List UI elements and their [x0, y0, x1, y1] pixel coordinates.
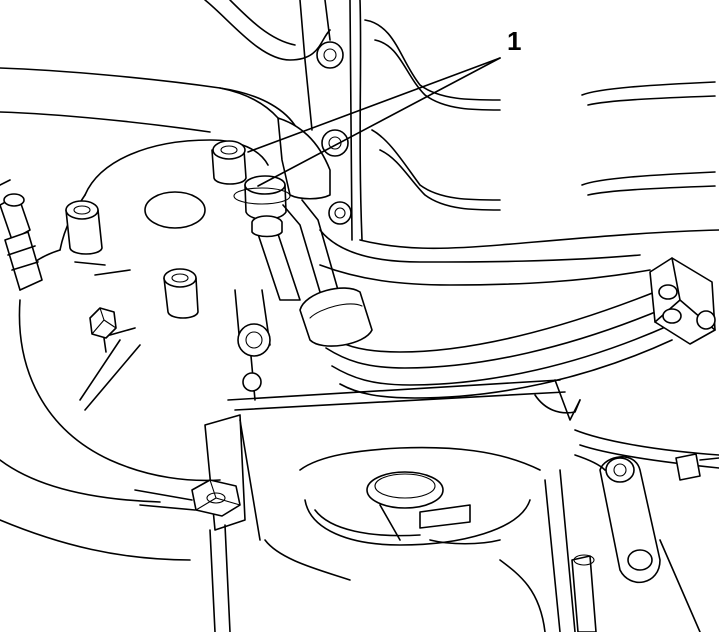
lower-hex-nut: [134, 479, 241, 517]
fuel-hose-connector: [233, 117, 339, 301]
lower-structure-lines: [209, 524, 701, 632]
upper-engine-body: [204, 0, 719, 286]
callout-1-leaders: [247, 57, 501, 187]
callout-label-1: 1: [507, 26, 522, 56]
housing-studs: [65, 140, 247, 319]
left-edge-fitting: [0, 179, 43, 291]
pump-housing: [0, 139, 269, 561]
lower-right-bracket: [544, 429, 719, 632]
upper-hoses: [0, 67, 301, 136]
hex-bolt-left: [89, 307, 117, 353]
mounting-bracket: [204, 289, 566, 541]
pipe-block-fitting: [649, 257, 716, 345]
lower-casing: [299, 379, 581, 546]
steel-pipes: [299, 287, 673, 399]
